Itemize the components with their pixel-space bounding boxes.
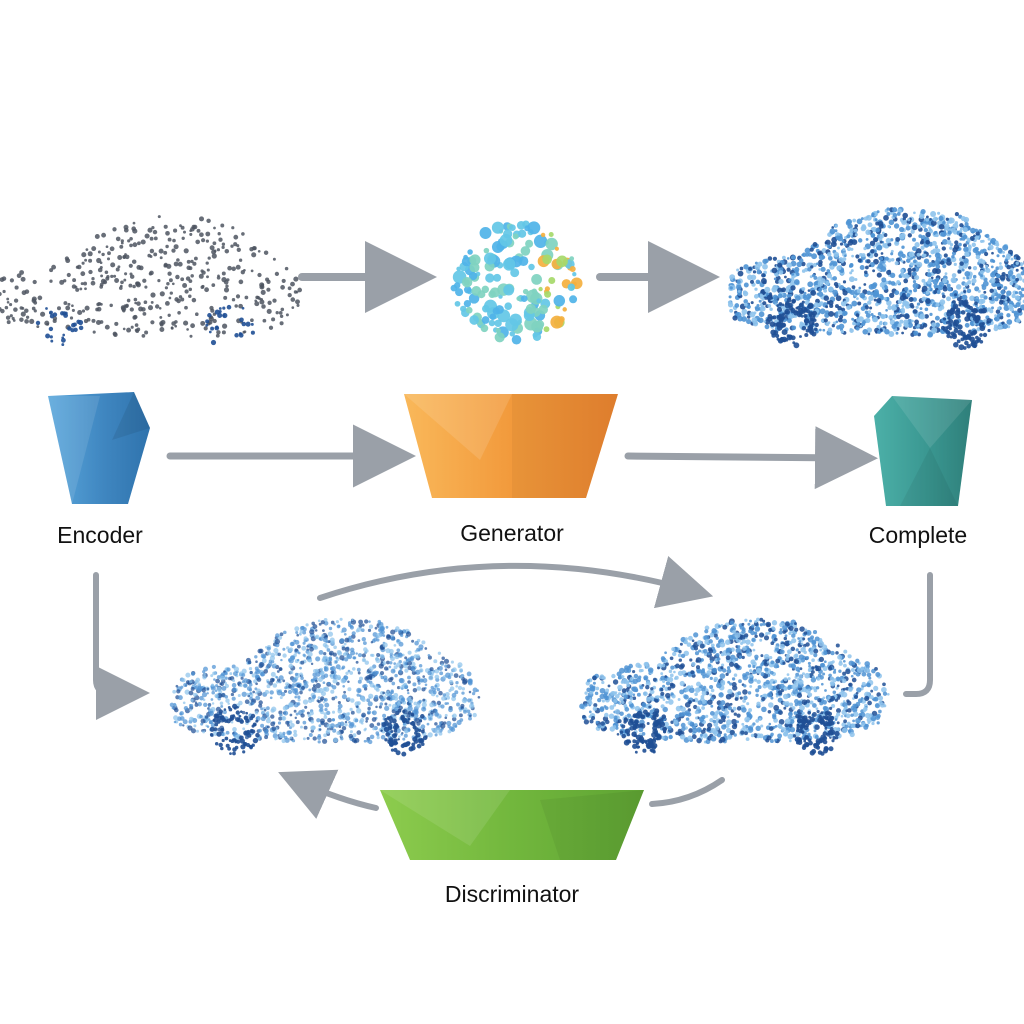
encoder-block: [48, 392, 150, 504]
discriminator-block: [380, 790, 644, 860]
arrow-curved-bottom-return: [649, 777, 725, 807]
discriminator-module: Discriminator: [380, 790, 644, 907]
complete-module: Complete: [869, 396, 972, 548]
generator-block: [404, 394, 618, 498]
arrow-curved-bottom-left-return: [278, 769, 379, 819]
discriminator-label: Discriminator: [445, 881, 580, 907]
encoder-label: Encoder: [57, 522, 143, 548]
generated-point-cloud-car: [579, 617, 890, 756]
latent-code-cluster: [450, 220, 583, 345]
complete-label: Complete: [869, 522, 967, 548]
arrow-complete-down-to-generated: [903, 572, 933, 697]
complete-block: [874, 396, 972, 506]
arrow-encoder-down-to-reconstruction: [93, 572, 150, 720]
completed-point-cloud-car: [727, 206, 1024, 351]
reconstructed-point-cloud-car: [169, 617, 481, 757]
encoder-module: Encoder: [48, 392, 150, 548]
arrow-curved-top-loop: [317, 556, 714, 609]
generator-label: Generator: [460, 520, 564, 546]
generator-module: Generator: [404, 394, 618, 546]
arrow-generator-to-complete: [624, 426, 878, 490]
partial-point-cloud-car: [0, 215, 303, 347]
